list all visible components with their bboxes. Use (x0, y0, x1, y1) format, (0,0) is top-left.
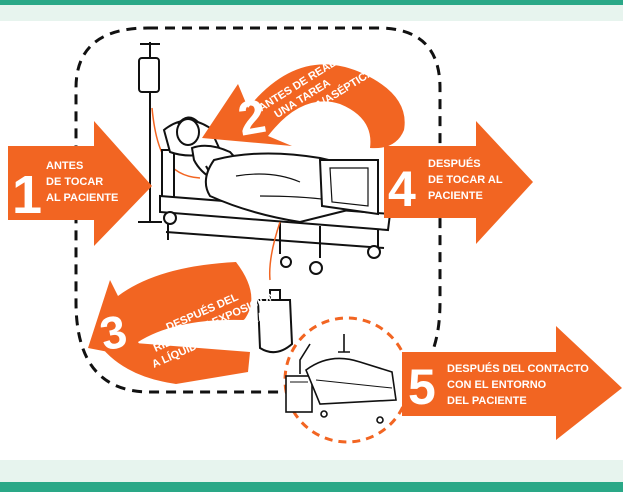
moment-2-arrow-shape (202, 64, 405, 149)
moment-5-line-2: CON EL ENTORNO (447, 379, 547, 391)
environment-illustration (285, 334, 397, 424)
moment-4-line-1: DESPUÉS (428, 157, 481, 170)
moment-1-line-1: ANTES (46, 160, 83, 172)
moment-1-arrow-shape (8, 121, 152, 246)
bottom-teal-band (0, 482, 623, 492)
svg-text:ANTES DE TOCAR AL: ANTES DE TOCAR AL PACIENTE (46, 160, 118, 204)
moment-3-arrow-shape (88, 262, 252, 360)
top-teal-band (0, 0, 623, 5)
moment-5-arrow-shape (402, 326, 622, 440)
svg-text:DESPUÉS DEL CONTACTO CON: DESPUÉS DEL CONTACTO CON EL ENTORNO DEL … (447, 362, 592, 407)
moment-5-arrow: 5 DESPUÉS DEL CONTACTO CON EL ENTORNO DE… (402, 326, 622, 440)
svg-text:DESPUÉS DE TOCAR AL: DESPUÉS DE TOCAR AL PACIENTE (428, 157, 505, 202)
moment-1-line-2: DE TOCAR (46, 176, 103, 188)
moment-1-line-3: AL PACIENTE (46, 192, 118, 204)
moment-4-arrow: 4 DESPUÉS DE TOCAR AL PACIENTE (384, 121, 533, 244)
bed-illustration (138, 42, 392, 354)
bottom-mint-band (0, 460, 623, 482)
moment-5-number: 5 (408, 359, 436, 415)
moment-4-number: 4 (388, 161, 416, 217)
top-mint-band (0, 5, 623, 21)
moment-1-arrow: 1 ANTES DE TOCAR AL PACIENTE (8, 121, 152, 246)
moment-4-line-2: DE TOCAR AL (428, 174, 503, 186)
moment-2-arrow: 2 ANTES DE REALIZAR UNA TAREA LIMPIA/ASÉ… (202, 44, 405, 149)
moment-4-line-3: PACIENTE (428, 190, 483, 202)
moment-1-number: 1 (12, 165, 42, 225)
moment-4-arrow-shape (384, 121, 533, 244)
moment-5-line-1: DESPUÉS DEL CONTACTO (447, 362, 589, 375)
moment-5-line-3: DEL PACIENTE (447, 395, 527, 407)
moment-3-arrow: 3 DESPUÉS DEL RIESGO DE EXPOSICIÓN A LÍQ… (88, 262, 287, 384)
iv-bag (138, 57, 160, 93)
drainage-bag (256, 299, 294, 354)
